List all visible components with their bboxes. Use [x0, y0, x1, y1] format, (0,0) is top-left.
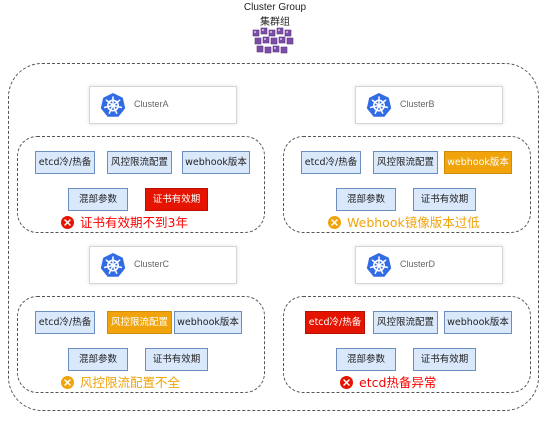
tag-colocation-params: 混部参数: [68, 348, 128, 371]
cluster-card-d[interactable]: ClusterD: [355, 246, 503, 284]
tag-webhook-version: webhook版本: [182, 151, 250, 174]
tag-rate-limit-config: 风控限流配置: [107, 311, 172, 334]
cluster-a-panel: etcd冷/热备 风控限流配置 webhook版本 混部参数 证书有效期 证书有…: [17, 136, 265, 233]
tag-etcd-backup: etcd冷/热备: [301, 151, 361, 174]
tag-etcd-backup: etcd冷/热备: [35, 311, 95, 334]
cluster-card-a[interactable]: ClusterA: [89, 86, 237, 124]
tag-webhook-version: webhook版本: [174, 311, 242, 334]
tag-webhook-version: webhook版本: [444, 151, 512, 174]
tag-rate-limit-config: 风控限流配置: [107, 151, 172, 174]
cluster-name: ClusterB: [400, 99, 435, 109]
status-x-icon: [340, 376, 353, 389]
tag-rate-limit-config: 风控限流配置: [373, 311, 438, 334]
tag-colocation-params: 混部参数: [68, 188, 128, 211]
cluster-d-panel: etcd冷/热备 风控限流配置 webhook版本 混部参数 证书有效期 etc…: [283, 296, 531, 393]
group-title: Cluster Group: [243, 2, 307, 13]
tag-rate-limit-config: 风控限流配置: [373, 151, 438, 174]
cluster-group-container: [8, 63, 539, 411]
cluster-card-c[interactable]: ClusterC: [89, 246, 237, 284]
kubernetes-icon: [366, 253, 392, 277]
cluster-card-b[interactable]: ClusterB: [355, 86, 503, 124]
tag-cert-validity: 证书有效期: [413, 188, 476, 211]
cluster-name: ClusterC: [134, 259, 170, 269]
status-text: Webhook镜像版本过低: [347, 215, 480, 230]
status-x-icon: [61, 376, 74, 389]
kubernetes-icon: [366, 93, 392, 117]
kubernetes-icon: [100, 93, 126, 117]
cluster-c-panel: etcd冷/热备 风控限流配置 webhook版本 混部参数 证书有效期 风控限…: [17, 296, 265, 393]
tag-etcd-backup: etcd冷/热备: [35, 151, 95, 174]
tag-cert-validity: 证书有效期: [413, 348, 476, 371]
tag-cert-validity: 证书有效期: [145, 348, 208, 371]
cluster-name: ClusterD: [400, 259, 436, 269]
tag-etcd-backup: etcd冷/热备: [305, 311, 365, 334]
tag-webhook-version: webhook版本: [444, 311, 512, 334]
status-x-icon: [61, 216, 74, 229]
group-subtitle: 集群组: [260, 17, 290, 28]
tag-colocation-params: 混部参数: [336, 348, 396, 371]
status-x-icon: [328, 216, 341, 229]
kubernetes-icon: [100, 253, 126, 277]
cluster-b-panel: etcd冷/热备 风控限流配置 webhook版本 混部参数 证书有效期 Web…: [283, 136, 531, 233]
tag-colocation-params: 混部参数: [336, 188, 396, 211]
tag-cert-validity: 证书有效期: [145, 188, 208, 211]
status-text: 风控限流配置不全: [80, 375, 181, 390]
status-text: 证书有效期不到3年: [80, 215, 188, 230]
cluster-group-icon: [252, 27, 294, 54]
cluster-name: ClusterA: [134, 99, 169, 109]
status-text: etcd热备异常: [359, 375, 437, 390]
